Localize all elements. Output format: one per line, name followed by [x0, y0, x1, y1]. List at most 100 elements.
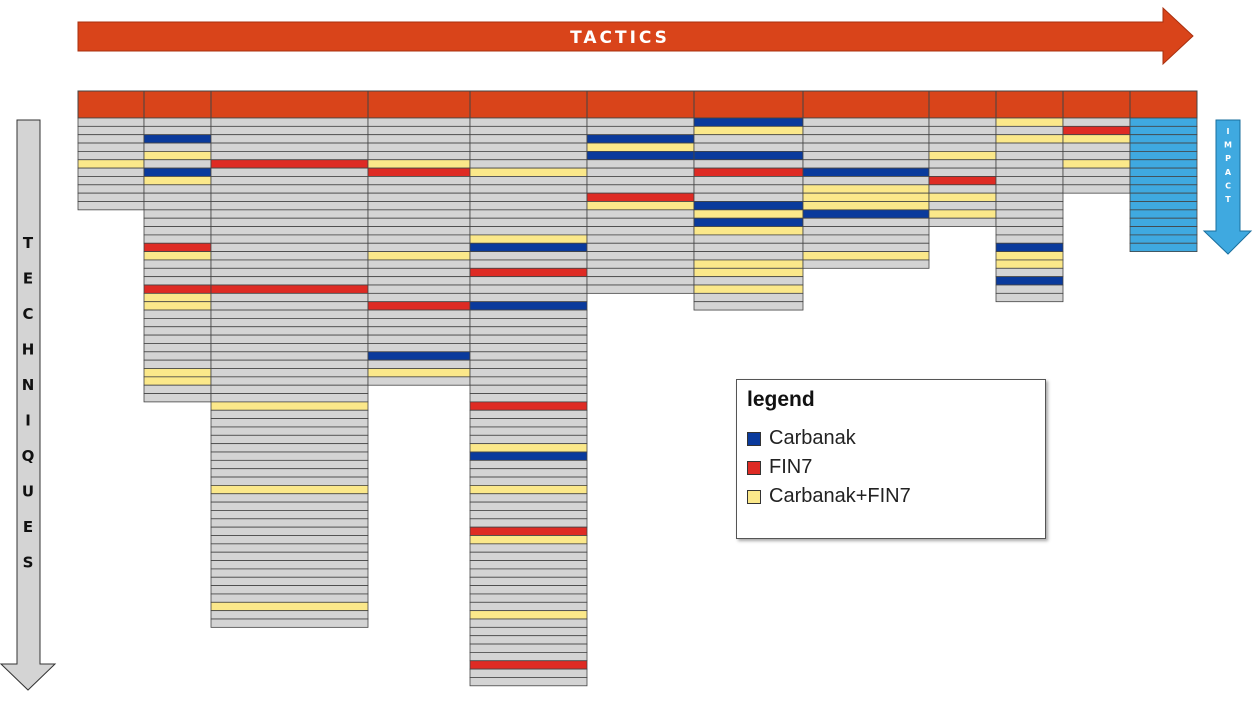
technique-cell [210, 359, 369, 369]
technique-cell [143, 368, 212, 378]
technique-cell [995, 159, 1064, 169]
technique-cell [928, 209, 997, 219]
tactic-column-1 [77, 90, 145, 211]
technique-cell [802, 150, 930, 161]
technique-cell [469, 125, 588, 136]
technique-cell [693, 167, 804, 177]
legend-swatch-carbanak-fin7 [747, 489, 761, 504]
technique-cell [469, 652, 588, 662]
technique-cell [995, 184, 1064, 194]
technique-cell [469, 660, 588, 670]
technique-cell [367, 351, 471, 361]
technique-cell [367, 209, 471, 219]
technique-cell [367, 359, 471, 369]
tactic-header-2 [143, 90, 212, 119]
technique-cell [143, 217, 212, 227]
technique-cell [693, 276, 804, 286]
technique-cell [143, 251, 212, 261]
technique-cell [210, 368, 369, 378]
technique-cell [1062, 184, 1131, 194]
technique-cell [469, 418, 588, 428]
technique-cell [469, 184, 588, 194]
technique-cell [210, 510, 369, 520]
technique-cell [995, 209, 1064, 219]
technique-cell [210, 501, 369, 511]
technique-cell [469, 176, 588, 186]
technique-cell [469, 518, 588, 528]
technique-cell [210, 593, 369, 603]
technique-cell [367, 226, 471, 236]
technique-cell [469, 443, 588, 453]
technique-cell [469, 317, 588, 328]
technique-cell [802, 184, 930, 194]
technique-cell [210, 292, 369, 303]
technique-cell [693, 251, 804, 261]
technique-cell [469, 677, 588, 687]
technique-cell [210, 610, 369, 620]
technique-cell [469, 668, 588, 678]
technique-cell [367, 317, 471, 328]
technique-cell [210, 176, 369, 186]
technique-cell [77, 134, 145, 144]
technique-cell [143, 134, 212, 144]
technique-cell [1129, 209, 1198, 219]
technique-cell [995, 259, 1064, 269]
technique-cell [928, 117, 997, 127]
technique-cell [210, 568, 369, 578]
technique-cell [1062, 134, 1131, 144]
technique-cell [210, 134, 369, 144]
technique-cell [469, 585, 588, 595]
technique-cell [693, 134, 804, 144]
technique-cell [802, 159, 930, 169]
technique-cell [693, 184, 804, 194]
technique-cell [367, 326, 471, 336]
impact-letter: M [1224, 141, 1232, 150]
technique-cell [367, 251, 471, 261]
technique-cell [1129, 134, 1198, 144]
technique-cell [210, 585, 369, 595]
technique-cell [367, 142, 471, 152]
technique-cell [469, 493, 588, 503]
technique-cell [1062, 150, 1131, 161]
technique-cell [586, 159, 695, 169]
technique-cell [143, 201, 212, 211]
technique-cell [367, 134, 471, 144]
technique-cell [77, 176, 145, 186]
tactic-column-3 [210, 90, 369, 628]
technique-cell [928, 150, 997, 161]
technique-cell [143, 292, 212, 303]
technique-cell [367, 343, 471, 353]
technique-cell [469, 259, 588, 269]
technique-cell [210, 201, 369, 211]
technique-cell [143, 384, 212, 394]
technique-cell [1129, 192, 1198, 202]
technique-cell [143, 393, 212, 403]
technique-cell [469, 368, 588, 378]
techniques-letter: Q [22, 447, 35, 465]
technique-cell [469, 209, 588, 219]
technique-cell [995, 192, 1064, 202]
technique-cell [210, 259, 369, 269]
technique-cell [586, 184, 695, 194]
technique-cell [995, 276, 1064, 286]
technique-cell [693, 234, 804, 244]
technique-cell [928, 176, 997, 186]
tactic-header-12 [1129, 90, 1198, 119]
technique-cell [802, 117, 930, 127]
technique-cell [1129, 117, 1198, 127]
technique-cell [469, 267, 588, 278]
technique-cell [586, 226, 695, 236]
technique-cell [210, 242, 369, 253]
technique-cell [469, 217, 588, 227]
technique-cell [693, 217, 804, 227]
technique-cell [469, 234, 588, 244]
legend-box: legend Carbanak FIN7 Carbanak+FIN7 [736, 379, 1046, 539]
technique-cell [469, 150, 588, 161]
technique-cell [802, 226, 930, 236]
technique-cell [469, 242, 588, 253]
technique-cell [469, 117, 588, 127]
tactic-header-10 [995, 90, 1064, 119]
tactic-column-4 [367, 90, 471, 386]
technique-cell [802, 192, 930, 202]
